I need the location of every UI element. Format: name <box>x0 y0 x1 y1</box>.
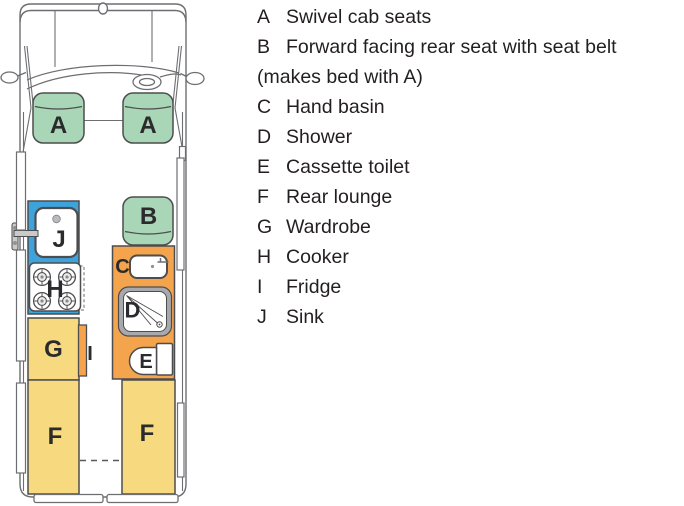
front-badge <box>97 2 109 15</box>
burner <box>57 267 77 287</box>
shower-drain-lines <box>126 295 164 326</box>
legend: A Swivel cab seats B Forward facing rear s… <box>257 2 681 332</box>
legend-key: C <box>257 96 272 118</box>
label-shower: D <box>125 298 141 323</box>
left-mirror-arm <box>17 71 27 77</box>
hand-basin-bowl <box>129 254 168 279</box>
legend-key: E <box>257 156 271 178</box>
dashboard-line <box>26 72 182 90</box>
legend-key: B <box>257 36 271 58</box>
label-fridge: I <box>87 343 93 365</box>
label-wardrobe: G <box>44 336 63 363</box>
burner <box>57 291 77 311</box>
label-lounge-left: F <box>48 423 63 450</box>
left-mirror <box>0 71 19 84</box>
right-mirror <box>185 71 205 86</box>
a-pillar-left <box>21 45 35 156</box>
rear-bumper-left <box>33 493 104 504</box>
legend-key: A <box>257 6 271 28</box>
right-mirror-arm <box>180 72 187 78</box>
wing-mirrors <box>0 71 205 86</box>
swivel-seat-right <box>122 92 174 144</box>
shower-drain-dot <box>158 323 161 326</box>
legend-key: F <box>257 186 269 208</box>
toilet-cistern <box>155 342 174 376</box>
legend-item-i: I Fridge <box>257 272 681 302</box>
tap-knob-bottom <box>13 241 17 245</box>
floorplan-drawing: A A B J H G I F F C D E <box>0 2 205 504</box>
rear-bumper-right <box>106 493 179 504</box>
legend-item-b-continuation: (makes bed with A) <box>257 62 681 92</box>
legend-item-g: G Wardrobe <box>257 212 681 242</box>
seat-right-back-line <box>124 105 172 110</box>
legend-label: Rear lounge <box>286 186 393 208</box>
steering-wheel <box>132 73 162 91</box>
sliding-door-rail <box>176 157 185 271</box>
steering-wheel-inner <box>138 77 156 87</box>
label-toilet: E <box>139 351 152 373</box>
legend-label: Sink <box>286 306 324 328</box>
label-lounge-right: F <box>140 420 155 447</box>
left-window-2 <box>15 249 27 362</box>
label-sink: J <box>52 226 65 253</box>
legend-key: J <box>257 306 267 328</box>
fridge-unit <box>77 324 88 377</box>
basin-drain <box>150 264 155 269</box>
legend-label: Shower <box>286 126 353 148</box>
legend-label: Wardrobe <box>286 216 371 238</box>
legend-item-b: B Forward facing rear seat with seat belt <box>257 32 681 62</box>
legend-label: Forward facing rear seat with seat belt <box>286 36 617 58</box>
legend-label: Swivel cab seats <box>286 6 432 28</box>
legend-item-f: F Rear lounge <box>257 182 681 212</box>
rear-seat-front-line <box>124 230 172 235</box>
label-hand-basin: C <box>115 256 129 278</box>
label-rear-seat-b: B <box>140 203 157 230</box>
legend-item-a: A Swivel cab seats <box>257 2 681 32</box>
legend-key: D <box>257 126 272 148</box>
legend-key: G <box>257 216 273 238</box>
legend-item-d: D Shower <box>257 122 681 152</box>
cooker-burners <box>32 267 77 311</box>
label-cooker: H <box>46 276 63 303</box>
legend-item-c: C Hand basin <box>257 92 681 122</box>
worktop-flap <box>78 265 85 311</box>
wall-fittings <box>15 145 187 504</box>
legend-label: Cassette toilet <box>286 156 410 178</box>
legend-key: H <box>257 246 272 268</box>
basin-tap <box>157 258 169 263</box>
toilet-bowl <box>128 346 158 376</box>
burner <box>32 267 52 287</box>
rear-lounge-left <box>27 379 80 495</box>
sink-drain <box>52 214 61 224</box>
label-seat-a-right: A <box>139 112 156 139</box>
legend-label: Fridge <box>286 276 342 298</box>
legend-item-e: E Cassette toilet <box>257 152 681 182</box>
a-pillar-right <box>171 45 185 156</box>
legend-label: Hand basin <box>286 96 385 118</box>
legend-label: (makes bed with A) <box>257 66 423 88</box>
left-window-1 <box>15 151 27 231</box>
label-seat-a-left: A <box>50 112 67 139</box>
legend-label: Cooker <box>286 246 349 268</box>
swivel-seat-left <box>32 92 85 144</box>
tap-spout <box>13 230 39 237</box>
legend-item-h: H Cooker <box>257 242 681 272</box>
left-window-3 <box>15 382 27 474</box>
burner <box>32 291 52 311</box>
right-window <box>176 402 185 478</box>
legend-key: I <box>257 276 263 298</box>
legend-item-j: J Sink <box>257 302 681 332</box>
windshield-line <box>26 64 180 81</box>
seat-left-back-line <box>34 105 83 110</box>
cab-seats <box>32 92 174 246</box>
